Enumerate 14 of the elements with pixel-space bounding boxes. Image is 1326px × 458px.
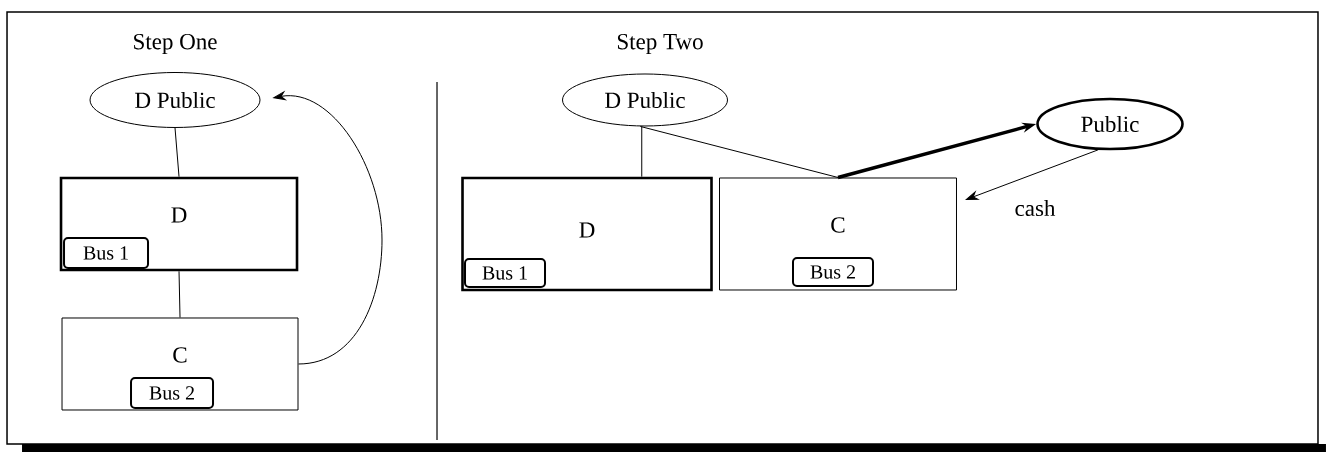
- label-tag: Bus 2: [130, 377, 214, 409]
- connector-line: [174, 127, 180, 178]
- ellipse-node: D Public: [89, 72, 261, 128]
- arrow: [273, 91, 383, 365]
- connector-line: [178, 270, 181, 318]
- label-tag: Bus 2: [792, 257, 874, 287]
- connector-line: [639, 125, 839, 178]
- edge-label: cash: [1013, 198, 1057, 218]
- label-tag: Bus 1: [464, 258, 546, 288]
- connector-line: [641, 125, 643, 178]
- ellipse-node: Public: [1036, 97, 1184, 151]
- ellipse-node: D Public: [562, 73, 728, 127]
- label-tag: Bus 1: [63, 237, 149, 269]
- arrow: [965, 149, 1099, 200]
